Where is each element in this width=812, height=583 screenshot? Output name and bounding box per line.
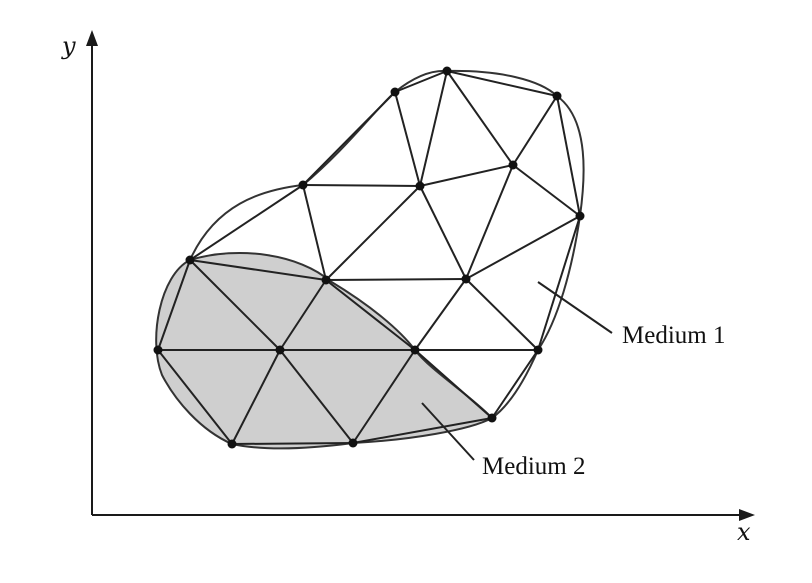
- axes: y x: [61, 30, 755, 546]
- mesh-edges: [157, 70, 581, 445]
- mesh-node: [275, 345, 285, 355]
- mesh-node: [410, 345, 420, 355]
- mesh-node: [508, 160, 518, 170]
- mesh-node: [390, 87, 400, 97]
- mesh-node: [442, 66, 452, 76]
- mesh-node: [153, 345, 163, 355]
- mesh-node: [348, 438, 358, 448]
- mesh-node: [227, 439, 237, 449]
- medium-2-leader-line: [421, 402, 475, 461]
- mesh-node: [415, 181, 425, 191]
- medium-2-label: Medium 2: [482, 453, 585, 480]
- medium-1-annotation: Medium 1: [537, 281, 725, 349]
- x-axis-label: x: [737, 518, 751, 546]
- mesh-node: [461, 274, 471, 284]
- medium-2-annotation: Medium 2: [421, 402, 585, 480]
- mesh-node: [575, 211, 585, 221]
- medium-1-leader-line: [537, 281, 613, 334]
- mesh-nodes: [153, 66, 585, 449]
- y-axis-arrow: [86, 30, 98, 46]
- mesh-node: [533, 345, 543, 355]
- mesh-node: [487, 413, 497, 423]
- x-axis-arrow: [739, 509, 755, 521]
- mesh-node: [185, 255, 195, 265]
- mesh-node: [298, 180, 308, 190]
- y-axis-label: y: [61, 32, 76, 60]
- mesh-node: [552, 91, 562, 101]
- mesh-node: [321, 275, 331, 285]
- medium-1-label: Medium 1: [622, 322, 725, 349]
